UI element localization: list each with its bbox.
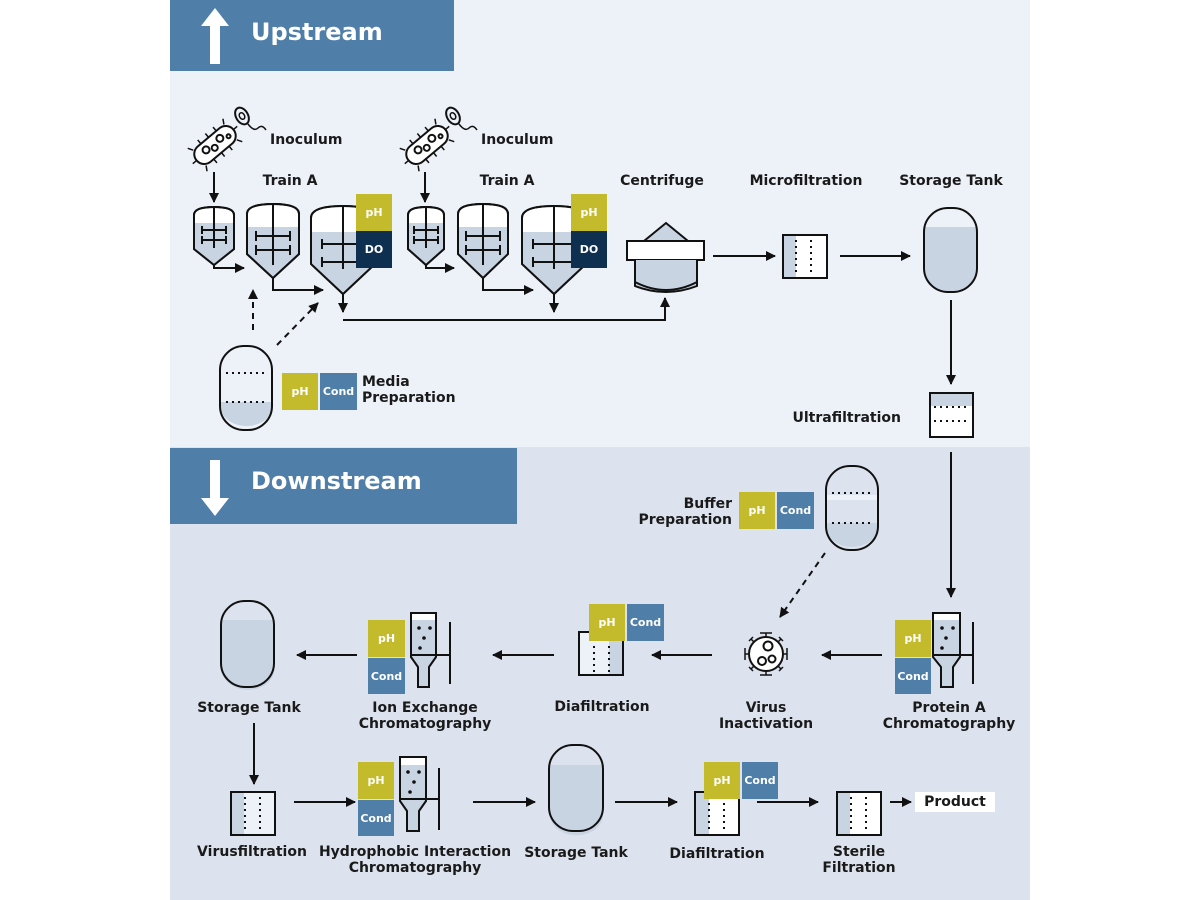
ph-sensor-badge: pH bbox=[704, 762, 740, 799]
centrifuge-label: Centrifuge bbox=[620, 173, 704, 189]
microfiltration-icon bbox=[782, 234, 828, 279]
centrifuge-icon bbox=[626, 221, 705, 293]
storage-tank-label: Storage Tank bbox=[197, 700, 301, 716]
storage-tank-icon bbox=[220, 600, 275, 690]
storage-tank-label: Storage Tank bbox=[899, 173, 1003, 189]
product-box: Product bbox=[915, 792, 995, 812]
cond-sensor-badge: Cond bbox=[320, 373, 357, 410]
cond-sensor-badge: Cond bbox=[368, 658, 405, 694]
upstream-header: Upstream bbox=[170, 0, 454, 71]
inoculum-label: Inoculum bbox=[481, 132, 554, 148]
virusfiltration-label: Virusfiltration bbox=[197, 844, 307, 860]
bioreactor-small bbox=[193, 205, 235, 267]
virus-icon bbox=[744, 632, 788, 676]
sterile-filtration-label: Sterile Filtration bbox=[822, 844, 896, 876]
arrow-up-icon bbox=[201, 8, 229, 64]
storage-tank-icon bbox=[923, 207, 978, 293]
ph-sensor-badge: pH bbox=[589, 604, 625, 641]
cond-sensor-badge: Cond bbox=[742, 762, 778, 799]
protein-a-label: Protein A Chromatography bbox=[882, 700, 1016, 732]
ultrafiltration-label: Ultrafiltration bbox=[792, 410, 901, 426]
ph-sensor-badge: pH bbox=[739, 492, 775, 529]
upstream-title: Upstream bbox=[251, 18, 383, 46]
ph-sensor-badge: pH bbox=[356, 194, 392, 231]
downstream-title: Downstream bbox=[251, 467, 422, 495]
downstream-header: Downstream bbox=[170, 448, 517, 524]
hic-label: Hydrophobic Interaction Chromatography bbox=[318, 844, 512, 876]
protein-a-column-icon bbox=[932, 612, 974, 688]
cond-sensor-badge: Cond bbox=[777, 492, 814, 529]
cond-sensor-badge: Cond bbox=[895, 658, 931, 694]
buffer-preparation-label: Buffer Preparation bbox=[638, 496, 732, 528]
microbe-icon bbox=[445, 106, 478, 131]
bioreactor-small bbox=[407, 205, 445, 267]
bioreactor-medium bbox=[457, 202, 509, 280]
ion-exchange-label: Ion Exchange Chromatography bbox=[358, 700, 492, 732]
hic-column-icon bbox=[399, 756, 440, 832]
ion-exchange-column-icon bbox=[410, 612, 451, 688]
ph-sensor-badge: pH bbox=[358, 762, 394, 799]
storage-tank-icon bbox=[548, 744, 604, 836]
inoculum-label: Inoculum bbox=[270, 132, 343, 148]
cond-sensor-badge: Cond bbox=[358, 800, 394, 836]
train-label: Train A bbox=[479, 173, 535, 189]
sterile-filtration-icon bbox=[836, 791, 882, 836]
buffer-tank-icon bbox=[825, 465, 879, 551]
storage-tank-label: Storage Tank bbox=[524, 845, 628, 861]
ph-sensor-badge: pH bbox=[895, 620, 931, 657]
ph-sensor-badge: pH bbox=[368, 620, 405, 657]
diafiltration-icon bbox=[694, 791, 740, 836]
train-label: Train A bbox=[262, 173, 318, 189]
bacteria-icon bbox=[187, 118, 243, 172]
diafiltration-label: Diafiltration bbox=[669, 846, 765, 862]
do-sensor-badge: DO bbox=[356, 231, 392, 268]
virusfiltration-icon bbox=[230, 791, 276, 836]
virus-inactivation-label: Virus Inactivation bbox=[718, 700, 814, 732]
cond-sensor-badge: Cond bbox=[627, 604, 664, 641]
do-sensor-badge: DO bbox=[571, 231, 607, 268]
ph-sensor-badge: pH bbox=[282, 373, 318, 410]
media-tank-icon bbox=[219, 345, 273, 431]
ph-sensor-badge: pH bbox=[571, 194, 607, 231]
media-preparation-label: Media Preparation bbox=[362, 374, 456, 406]
bioreactor-medium bbox=[246, 202, 300, 280]
microbe-icon bbox=[234, 106, 267, 131]
microfiltration-label: Microfiltration bbox=[749, 173, 863, 189]
ultrafiltration-icon bbox=[929, 392, 974, 438]
arrow-down-icon bbox=[201, 460, 229, 516]
bacteria-icon bbox=[399, 118, 455, 172]
diafiltration-label: Diafiltration bbox=[554, 699, 650, 715]
